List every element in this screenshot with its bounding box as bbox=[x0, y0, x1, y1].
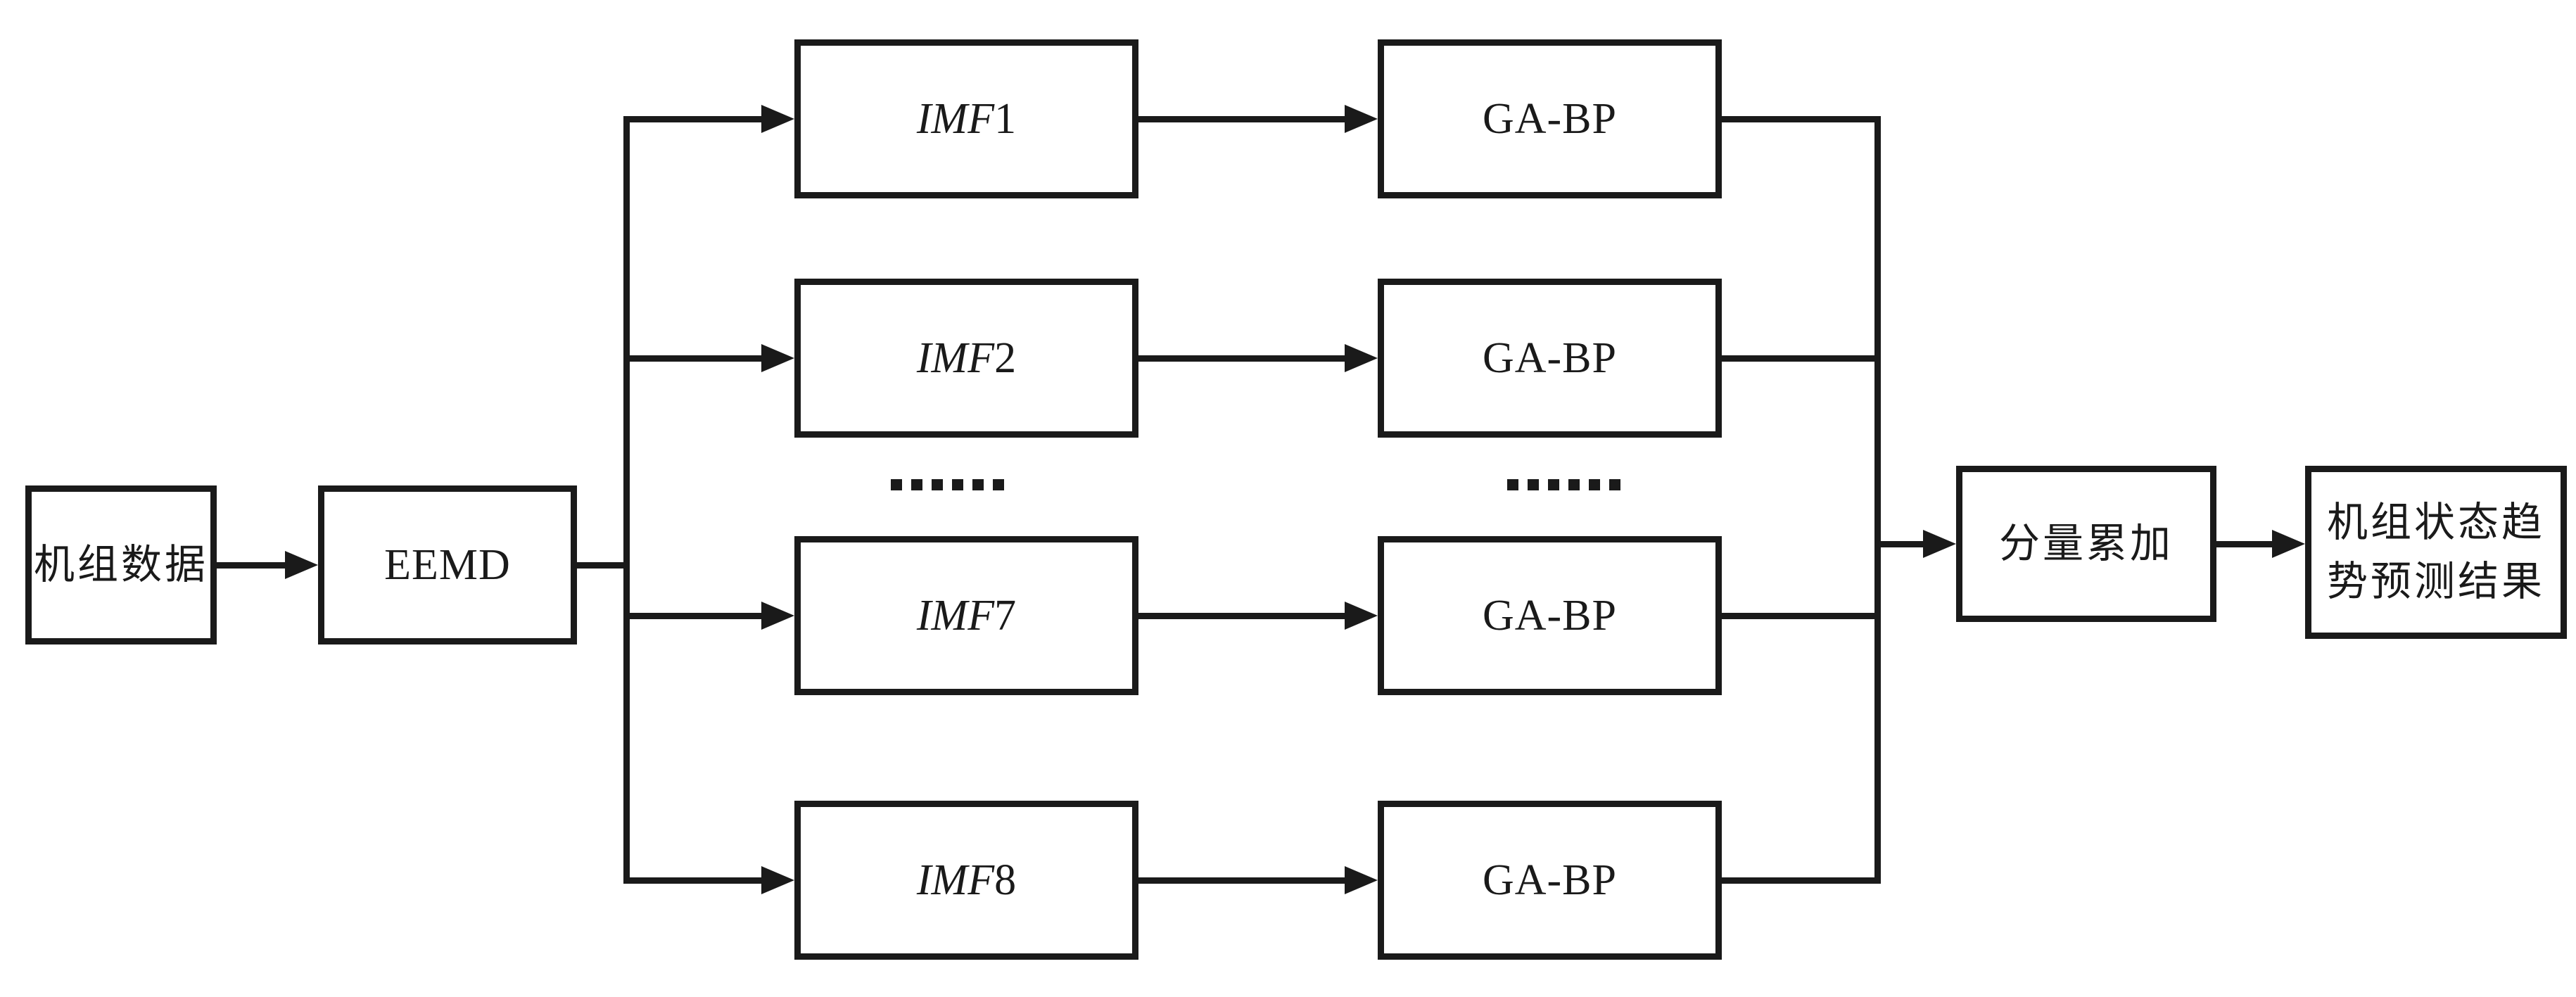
arrow-branch-to-imf2-head bbox=[761, 344, 794, 372]
node-gabp2: GA-BP bbox=[1378, 279, 1722, 438]
imf7-prefix: IMF bbox=[916, 591, 995, 640]
node-gabp1: GA-BP bbox=[1378, 39, 1722, 198]
imf8-prefix: IMF bbox=[916, 856, 995, 904]
arrow-sum-to-result-head bbox=[2272, 530, 2305, 558]
imf8-number: 8 bbox=[994, 856, 1017, 904]
node-unit-data: 机组数据 bbox=[25, 485, 217, 644]
node-eemd: EEMD bbox=[318, 485, 577, 644]
gabp7-label: GA-BP bbox=[1482, 591, 1618, 640]
imf1-prefix: IMF bbox=[916, 94, 995, 143]
arrow-branch-to-imf8-head bbox=[761, 866, 794, 894]
line-gabp1-to-merge bbox=[1722, 116, 1881, 122]
node-result: 机组状态趋 势预测结果 bbox=[2305, 466, 2567, 639]
arrow-branch-to-imf2-line bbox=[623, 355, 767, 362]
arrow-branch-to-imf8-line bbox=[623, 877, 767, 884]
line-gabp8-to-merge bbox=[1722, 877, 1881, 884]
arrow-input-to-eemd-line bbox=[217, 562, 290, 569]
node-sum-label: 分量累加 bbox=[1998, 520, 2174, 566]
arrow-branch-to-imf1-line bbox=[623, 116, 767, 122]
arrow-imf7-to-gabp7-head bbox=[1345, 602, 1378, 630]
node-gabp8: GA-BP bbox=[1378, 801, 1722, 960]
gabp1-label: GA-BP bbox=[1482, 94, 1618, 143]
imf7-number: 7 bbox=[994, 591, 1017, 640]
arrow-input-to-eemd-head bbox=[285, 551, 318, 579]
node-gabp7: GA-BP bbox=[1378, 536, 1722, 695]
node-result-label: 机组状态趋 势预测结果 bbox=[2327, 493, 2545, 611]
arrow-sum-to-result-line bbox=[2216, 541, 2277, 547]
ellipsis-gabp-column bbox=[1507, 479, 1620, 490]
line-gabp7-to-merge bbox=[1722, 613, 1881, 619]
node-unit-data-label: 机组数据 bbox=[33, 541, 208, 588]
arrow-imf2-to-gabp2-head bbox=[1345, 344, 1378, 372]
gabp2-label: GA-BP bbox=[1482, 334, 1618, 382]
arrow-imf1-to-gabp1-head bbox=[1345, 105, 1378, 133]
arrow-branch-to-imf7-head bbox=[761, 602, 794, 630]
imf2-number: 2 bbox=[994, 334, 1017, 382]
imf1-number: 1 bbox=[994, 94, 1017, 143]
arrow-imf1-to-gabp1-line bbox=[1138, 116, 1350, 122]
arrow-imf8-to-gabp8-line bbox=[1138, 877, 1350, 884]
node-sum: 分量累加 bbox=[1956, 466, 2216, 622]
node-result-line1: 机组状态趋 bbox=[2326, 499, 2545, 545]
gabp8-label: GA-BP bbox=[1482, 856, 1618, 904]
arrow-imf8-to-gabp8-head bbox=[1345, 866, 1378, 894]
line-eemd-to-branch bbox=[577, 562, 630, 569]
merge-bus-vline bbox=[1874, 116, 1881, 884]
imf2-prefix: IMF bbox=[916, 334, 995, 382]
arrow-imf7-to-gabp7-line bbox=[1138, 613, 1350, 619]
node-result-line2: 势预测结果 bbox=[2326, 559, 2545, 604]
node-eemd-label: EEMD bbox=[384, 540, 511, 589]
ellipsis-imf-column bbox=[891, 479, 1004, 490]
arrow-merge-to-sum-line bbox=[1874, 541, 1928, 547]
arrow-merge-to-sum-head bbox=[1923, 530, 1956, 558]
arrow-branch-to-imf7-line bbox=[623, 613, 767, 619]
arrow-branch-to-imf1-head bbox=[761, 105, 794, 133]
branch-bus-vline bbox=[623, 116, 630, 884]
arrow-imf2-to-gabp2-line bbox=[1138, 355, 1350, 362]
line-gabp2-to-merge bbox=[1722, 355, 1881, 362]
